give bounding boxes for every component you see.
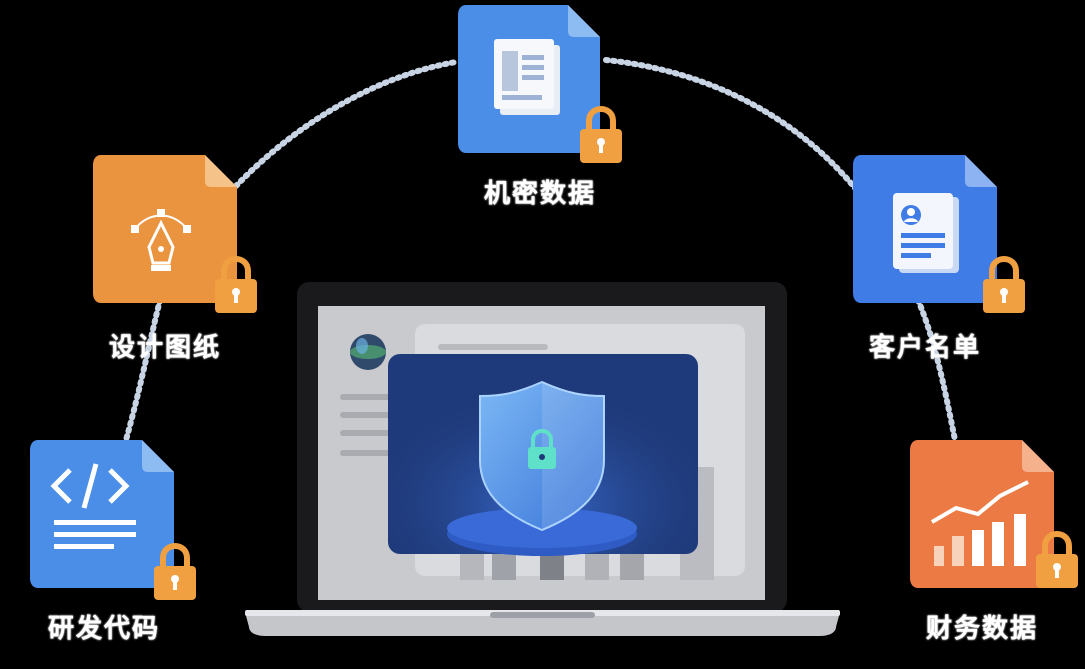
node-label: 研发代码 bbox=[47, 614, 160, 644]
connector-confidential-customers bbox=[603, 57, 858, 191]
pen-tool-icon bbox=[131, 209, 191, 271]
connector-design-confidential bbox=[233, 59, 459, 189]
lock-icon bbox=[1036, 531, 1078, 588]
lock-icon bbox=[215, 256, 257, 313]
node-label: 财务数据 bbox=[925, 614, 1038, 644]
node-customer-list: 客户名单 bbox=[853, 155, 1033, 365]
shield-lock-icon bbox=[479, 380, 605, 532]
node-confidential-data: 机密数据 bbox=[458, 5, 628, 215]
globe-icon bbox=[350, 334, 386, 370]
node-label: 机密数据 bbox=[483, 179, 596, 209]
node-rd-code: 研发代码 bbox=[30, 440, 210, 650]
node-design-drawings: 设计图纸 bbox=[93, 155, 268, 365]
bar-chart-icon bbox=[930, 480, 1029, 566]
connector-customers-finance bbox=[915, 297, 958, 443]
laptop bbox=[245, 282, 840, 636]
lock-icon bbox=[580, 106, 622, 163]
node-label: 设计图纸 bbox=[108, 333, 221, 363]
connector-design-code bbox=[123, 297, 163, 443]
node-financial-data: 财务数据 bbox=[910, 440, 1085, 650]
node-label: 客户名单 bbox=[868, 333, 981, 363]
lock-icon bbox=[983, 256, 1025, 313]
contact-card-icon bbox=[893, 193, 959, 273]
code-icon bbox=[50, 463, 136, 549]
lock-icon bbox=[154, 543, 196, 600]
document-icon bbox=[458, 5, 600, 153]
laptop-base bbox=[245, 612, 840, 636]
